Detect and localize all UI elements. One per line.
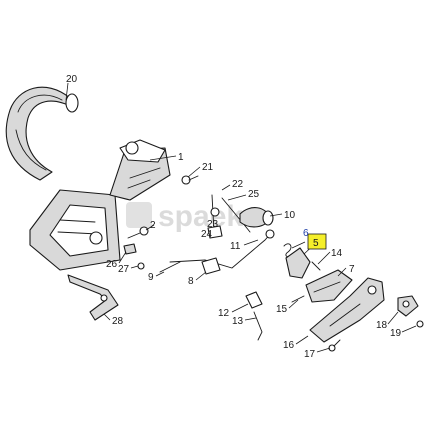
label-24[interactable]: 24: [201, 229, 213, 240]
sleeve-part-10[interactable]: [239, 207, 274, 228]
screw-part-21[interactable]: [181, 175, 199, 185]
label-21[interactable]: 21: [202, 162, 214, 173]
label-2[interactable]: 2: [150, 220, 156, 231]
part-18[interactable]: [397, 295, 419, 317]
label-14[interactable]: 14: [331, 248, 343, 259]
label-18[interactable]: 18: [376, 320, 388, 331]
label-26[interactable]: 26: [106, 259, 118, 270]
bracket-part-28[interactable]: [67, 274, 119, 321]
lever-part-12[interactable]: [245, 291, 263, 309]
washer-part-27[interactable]: [137, 262, 145, 270]
rod-part-14[interactable]: [311, 261, 321, 271]
label-10[interactable]: 10: [284, 210, 296, 221]
label-16[interactable]: 16: [283, 340, 295, 351]
leader-lines: [65, 82, 417, 353]
linkage-part[interactable]: [207, 194, 251, 239]
label-13[interactable]: 13: [232, 316, 244, 327]
rod-part-13[interactable]: [253, 311, 263, 341]
label-19[interactable]: 19: [390, 328, 402, 339]
label-7[interactable]: 7: [349, 264, 355, 275]
label-1[interactable]: 1: [178, 152, 184, 163]
label-8[interactable]: 8: [188, 276, 194, 287]
label-25[interactable]: 25: [248, 189, 260, 200]
label-27[interactable]: 27: [118, 264, 130, 275]
nut-part-26[interactable]: [123, 243, 137, 255]
highlight-box-part-5: [307, 233, 327, 250]
trigger-part-5[interactable]: [285, 247, 311, 279]
spring-part-15[interactable]: [291, 295, 305, 303]
label-9[interactable]: 9: [148, 272, 154, 283]
label-23[interactable]: 23: [207, 219, 219, 230]
handle-bar-part[interactable]: [5, 86, 79, 181]
spring-part-9[interactable]: [159, 261, 181, 273]
label-5[interactable]: 5: [313, 238, 319, 249]
label-6[interactable]: 6: [303, 228, 309, 239]
label-12[interactable]: 12: [218, 308, 230, 319]
frame-part[interactable]: [109, 139, 171, 201]
screw-part-17[interactable]: [328, 339, 341, 352]
label-28[interactable]: 28: [112, 316, 124, 327]
label-17[interactable]: 17: [304, 349, 316, 360]
label-15[interactable]: 15: [276, 304, 288, 315]
label-22[interactable]: 22: [232, 179, 244, 190]
part-labels: 20 1 21 22 25 10 23 24 11 2 26 27 9 8 28…: [66, 74, 402, 360]
screw-part-19[interactable]: [416, 320, 424, 328]
label-20[interactable]: 20: [66, 74, 78, 85]
lever-cover-part-7[interactable]: [305, 269, 353, 303]
rear-handle-part-16[interactable]: [309, 277, 385, 343]
housing-part[interactable]: [29, 189, 121, 271]
screw-part-2[interactable]: [127, 226, 149, 239]
throttle-rod-part-11[interactable]: [169, 229, 275, 269]
lever-part-8[interactable]: [201, 257, 221, 275]
label-11[interactable]: 11: [230, 241, 241, 252]
